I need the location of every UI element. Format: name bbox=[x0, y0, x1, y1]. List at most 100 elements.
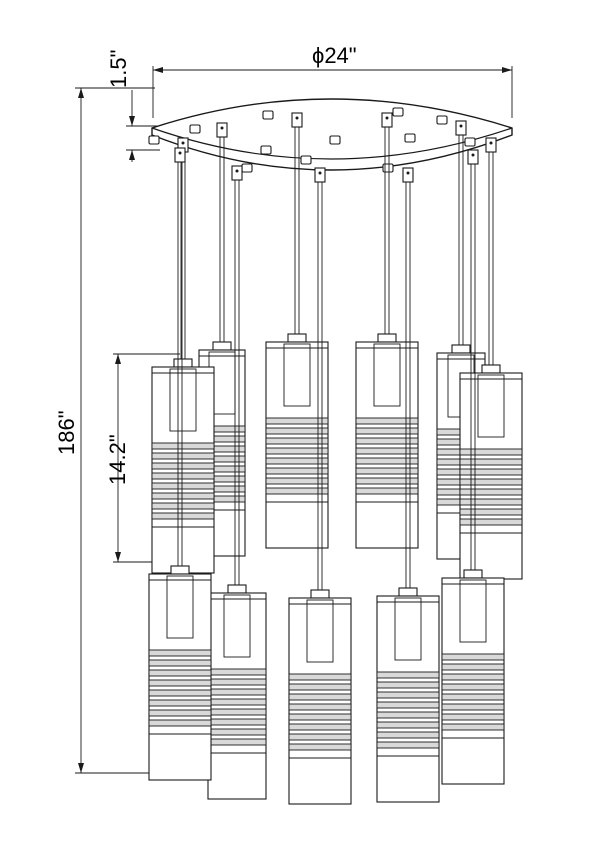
shade-rib bbox=[151, 492, 215, 500]
shade-rib bbox=[151, 512, 215, 520]
pendant-mount-screw bbox=[385, 116, 389, 120]
shade-rib bbox=[265, 427, 329, 435]
inner-socket bbox=[477, 374, 505, 438]
pendant bbox=[148, 147, 212, 781]
shade-rib bbox=[441, 723, 505, 731]
inner-socket bbox=[283, 343, 311, 407]
pendant-mount bbox=[291, 112, 303, 128]
pendant-mount bbox=[381, 112, 393, 128]
socket-collar bbox=[463, 569, 483, 579]
pendant-mount-screw bbox=[235, 169, 239, 173]
canopy-port bbox=[241, 163, 253, 173]
shade-height-dimension: 14.2" bbox=[105, 353, 180, 563]
shade-rib bbox=[265, 467, 329, 475]
shade-rib bbox=[459, 488, 523, 496]
pendant bbox=[355, 112, 419, 549]
canopy-port bbox=[260, 145, 272, 155]
shade-rib bbox=[148, 699, 212, 707]
pendant-mount-screw bbox=[181, 141, 185, 145]
socket-collar bbox=[170, 565, 190, 575]
shade-rib bbox=[355, 447, 419, 455]
pendant-mount-screw bbox=[459, 124, 463, 128]
canopy-port bbox=[329, 135, 341, 145]
shade-rib bbox=[441, 693, 505, 701]
socket-collar bbox=[377, 333, 397, 343]
inner-socket bbox=[459, 579, 487, 643]
shade-rib bbox=[207, 738, 267, 746]
shade-rib bbox=[148, 649, 212, 657]
shade-rib bbox=[376, 731, 440, 739]
pendant-mount bbox=[485, 137, 497, 153]
shade-rib bbox=[265, 487, 329, 495]
canopy-height-dimension: 1.5" bbox=[106, 50, 160, 162]
canopy-port bbox=[436, 115, 448, 125]
glass-shade bbox=[355, 341, 419, 549]
canopy-port bbox=[148, 135, 160, 145]
pendant-mount-screw bbox=[489, 141, 493, 145]
shade-rib bbox=[151, 442, 215, 450]
socket-collar bbox=[481, 364, 501, 374]
shade-rib bbox=[207, 708, 267, 716]
shade-rib bbox=[148, 659, 212, 667]
pendant-mount-screw bbox=[178, 151, 182, 155]
shade-height-label: 14.2" bbox=[105, 434, 130, 485]
glass-shade bbox=[148, 573, 212, 781]
shade-rib bbox=[376, 741, 440, 749]
shade-rib bbox=[355, 437, 419, 445]
pendant-mount-screw bbox=[318, 171, 322, 175]
canopy-port bbox=[189, 124, 201, 134]
shade-rib bbox=[207, 698, 267, 706]
overall-height-dimension: 186" bbox=[54, 87, 210, 774]
shade-rib bbox=[148, 679, 212, 687]
shade-rib bbox=[355, 477, 419, 485]
pendant-mount bbox=[216, 122, 228, 138]
pendant-mount bbox=[467, 149, 479, 165]
glass-shade bbox=[207, 592, 267, 800]
glass-shade bbox=[459, 372, 523, 580]
shade-rib bbox=[288, 733, 352, 741]
shade-rib bbox=[288, 713, 352, 721]
overall-height-label: 186" bbox=[54, 410, 79, 455]
shade-rib bbox=[148, 709, 212, 717]
shade-rib bbox=[355, 427, 419, 435]
pendant-mount-screw bbox=[406, 171, 410, 175]
shade-rib bbox=[459, 518, 523, 526]
shade-rib bbox=[355, 417, 419, 425]
inner-socket bbox=[166, 575, 194, 639]
diameter-dimension: ϕ24" bbox=[152, 43, 513, 118]
shade-rib bbox=[459, 458, 523, 466]
shade-rib bbox=[441, 673, 505, 681]
canopy-port bbox=[464, 137, 476, 147]
shade-rib bbox=[288, 703, 352, 711]
inner-socket bbox=[223, 594, 251, 658]
shade-rib bbox=[459, 468, 523, 476]
shade-rib bbox=[207, 728, 267, 736]
shade-rib bbox=[265, 437, 329, 445]
shade-rib bbox=[459, 508, 523, 516]
shade-rib bbox=[148, 719, 212, 727]
shade-rib bbox=[376, 701, 440, 709]
shade-rib bbox=[207, 718, 267, 726]
socket-collar bbox=[398, 587, 418, 597]
shade-rib bbox=[288, 683, 352, 691]
shade-rib bbox=[376, 721, 440, 729]
dimension-annotations: ϕ24" 1.5" 186" 14.2" bbox=[54, 43, 513, 774]
shade-rib bbox=[265, 477, 329, 485]
shade-rib bbox=[207, 668, 267, 676]
shade-rib bbox=[376, 711, 440, 719]
pendant-mount-screw bbox=[295, 116, 299, 120]
shade-rib bbox=[265, 417, 329, 425]
pendant-mount bbox=[231, 165, 243, 181]
shade-rib bbox=[151, 472, 215, 480]
shade-rib bbox=[441, 663, 505, 671]
glass-shade bbox=[376, 595, 440, 803]
pendant-mount-screw bbox=[220, 126, 224, 130]
socket-collar bbox=[173, 358, 193, 368]
shade-rib bbox=[355, 467, 419, 475]
shade-rib bbox=[441, 703, 505, 711]
pendant-mount bbox=[314, 167, 326, 183]
pendant bbox=[459, 137, 523, 580]
socket-collar bbox=[310, 589, 330, 599]
glass-shade bbox=[151, 366, 215, 574]
shade-rib bbox=[459, 448, 523, 456]
